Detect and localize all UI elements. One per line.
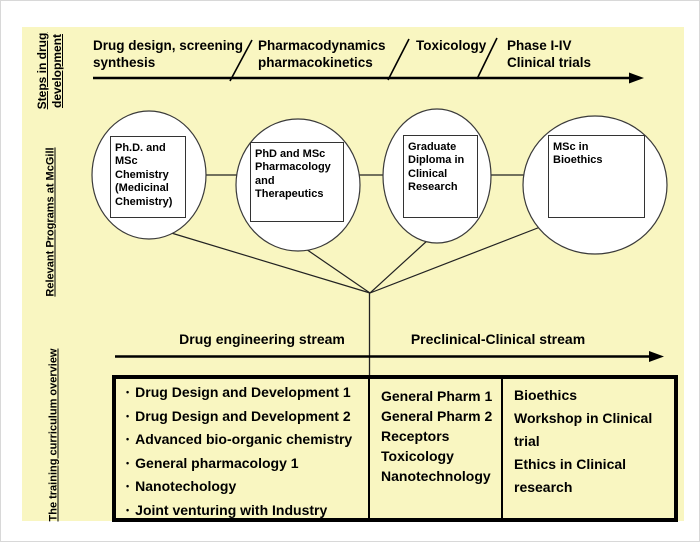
course-item: Bioethics bbox=[514, 387, 578, 403]
curriculum-column-preclinical: General Pharm 1 General Pharm 2 Receptor… bbox=[368, 379, 501, 518]
program-box-phd-msc-chemistry: Ph.D. and MSc Chemistry (Medicinal Chemi… bbox=[110, 136, 186, 218]
program-box-msc-bioethics: MSc in Bioethics bbox=[548, 135, 645, 218]
stream-label-preclinical-clinical: Preclinical-Clinical stream bbox=[410, 331, 586, 347]
phase-divider-slash-3 bbox=[476, 37, 498, 80]
course-item: Toxicology bbox=[381, 448, 454, 464]
side-label-steps-in-drug-development: Steps in drug development bbox=[35, 32, 64, 110]
convergence-line-2 bbox=[302, 246, 371, 294]
convergence-line-4 bbox=[369, 223, 549, 294]
course-item: Nanotechnology bbox=[381, 468, 491, 484]
course-item: Drug Design and Development 2 bbox=[126, 405, 362, 429]
program-box-graduate-diploma: Graduate Diploma in Clinical Research bbox=[403, 135, 478, 218]
course-item: Advanced bio-organic chemistry bbox=[126, 428, 362, 452]
course-item: Joint venturing with Industry bbox=[126, 499, 362, 523]
phase-label-drug-design: Drug design, screening synthesis bbox=[93, 38, 244, 70]
side-label-training-curriculum: The training curriculum overview bbox=[47, 348, 60, 522]
stream-arrow-head bbox=[649, 351, 664, 362]
course-item: Nanotechology bbox=[126, 475, 362, 499]
curriculum-column-clinical: Bioethics Workshop in Clinical trial Eth… bbox=[501, 379, 674, 518]
phase-label-pharmacodynamics: Pharmacodynamics pharmacokinetics bbox=[258, 38, 386, 70]
phase-label-clinical-trials: Phase I-IV Clinical trials bbox=[507, 38, 592, 70]
curriculum-box: Drug Design and Development 1 Drug Desig… bbox=[112, 375, 678, 522]
phase-label-toxicology: Toxicology bbox=[416, 38, 487, 53]
stream-label-drug-engineering: Drug engineering stream bbox=[179, 331, 345, 347]
course-item: Workshop in Clinical trial bbox=[514, 410, 653, 449]
side-label-relevant-programs: Relevant Programs at McGill bbox=[44, 147, 57, 297]
course-item: Drug Design and Development 1 bbox=[126, 381, 362, 405]
convergence-line-3 bbox=[369, 239, 429, 294]
course-item: Ethics in Clinical research bbox=[514, 456, 627, 495]
curriculum-column-drug-engineering: Drug Design and Development 1 Drug Desig… bbox=[116, 379, 368, 518]
course-item: Receptors bbox=[381, 428, 450, 444]
program-box-phd-msc-pharmacology: PhD and MSc Pharmacology and Therapeutic… bbox=[250, 142, 344, 222]
course-item: General pharmacology 1 bbox=[126, 452, 362, 476]
course-item: General Pharm 2 bbox=[381, 408, 493, 424]
convergence-line-1 bbox=[167, 231, 371, 294]
phase-divider-slash-2 bbox=[387, 38, 410, 81]
phase-divider-slash-1 bbox=[229, 39, 253, 82]
course-item: General Pharm 1 bbox=[381, 388, 493, 404]
timeline-arrow-head bbox=[629, 72, 644, 84]
